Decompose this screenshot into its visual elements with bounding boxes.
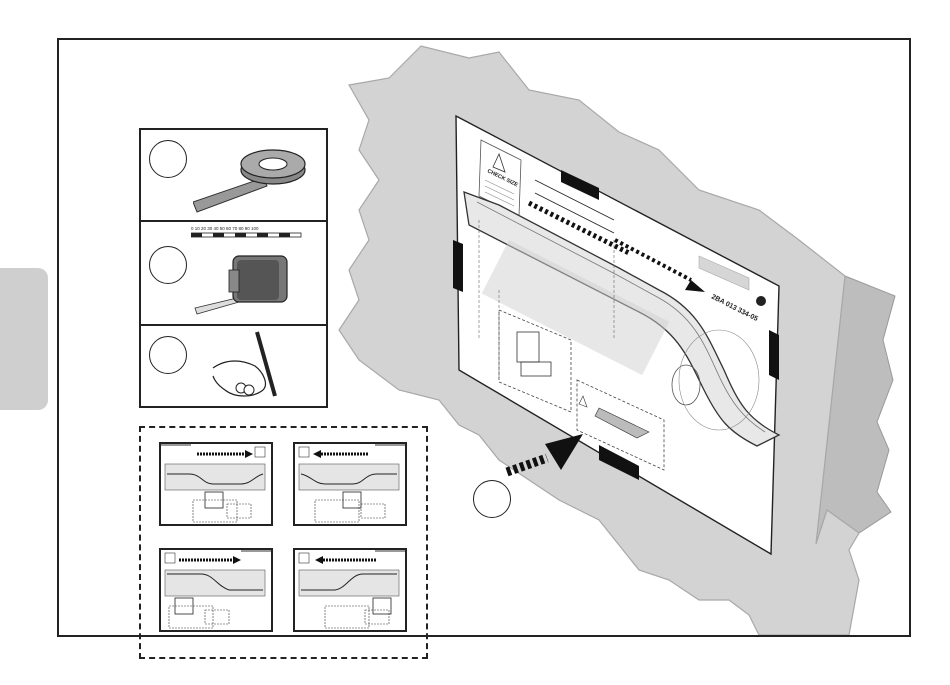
tools-panel: 0 10 20 30 40 50 60 70 80 90 100 (139, 128, 328, 408)
template-thumbnail (295, 550, 405, 630)
orientation-option-2 (293, 442, 407, 526)
adhesive-tape-icon (193, 138, 313, 218)
orientation-options (139, 426, 428, 659)
measuring-tape-icon (193, 242, 303, 322)
logo-badge (756, 296, 766, 306)
tape-strip-right (769, 330, 779, 380)
section-tab (0, 268, 48, 410)
callout-circle (149, 140, 187, 178)
orientation-option-4 (293, 548, 407, 632)
callout-circle (149, 336, 187, 374)
tool-row-tape (141, 130, 326, 222)
ruler-scale-label: 0 10 20 30 40 50 60 70 80 90 100 (191, 226, 259, 231)
template-thumbnail (161, 550, 271, 630)
callout-circle (149, 246, 187, 284)
orientation-option-3 (159, 548, 273, 632)
tool-row-measure: 0 10 20 30 40 50 60 70 80 90 100 (141, 222, 326, 326)
tool-row-pencil (141, 326, 326, 406)
illustration-frame: CHECK SIZE 2BA 013 334-05 (57, 38, 911, 637)
tape-strip-left (453, 240, 463, 292)
callout-circle-main (473, 480, 511, 518)
ruler-scale: 0 10 20 30 40 50 60 70 80 90 100 (191, 224, 321, 240)
template-thumbnail (161, 444, 271, 524)
orientation-option-1 (159, 442, 273, 526)
template-thumbnail (295, 444, 405, 524)
pencil-icon (203, 328, 303, 404)
